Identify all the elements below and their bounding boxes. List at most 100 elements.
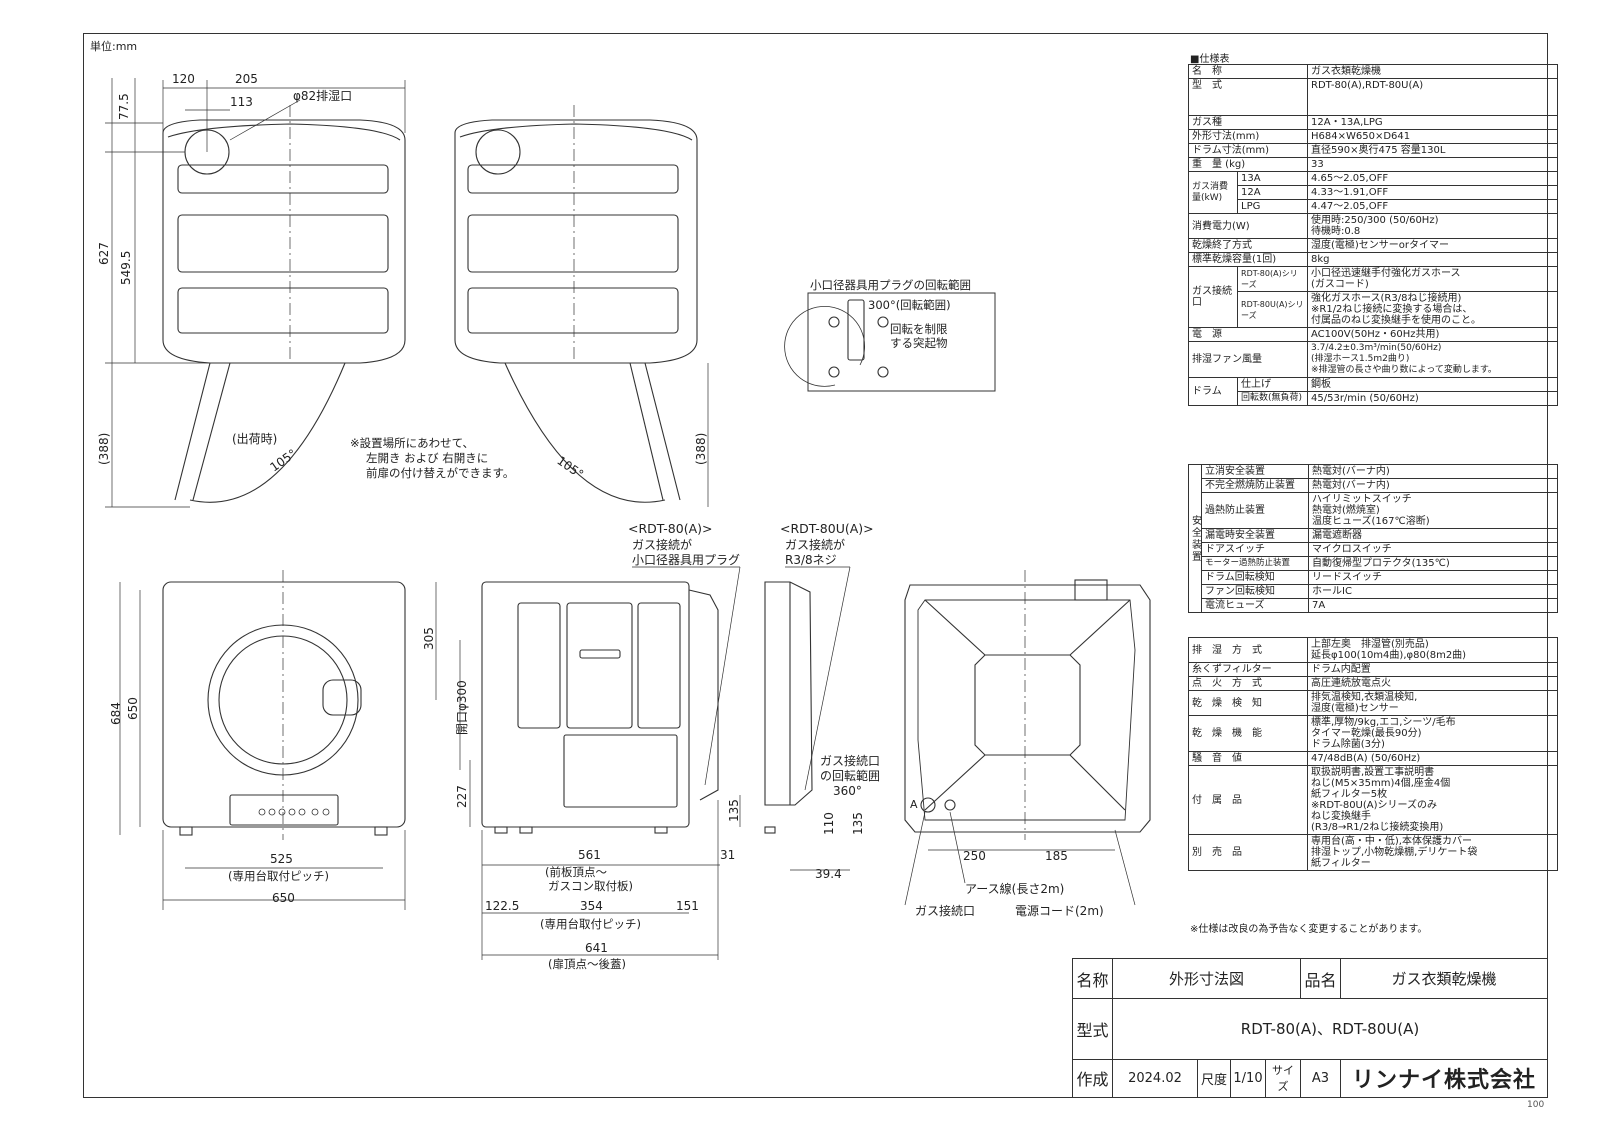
spec-value: 直径590×奥行475 容量130L (1307, 143, 1558, 158)
dim-305: 305 (422, 627, 436, 650)
spec-value: 排気温検知,衣類温検知, 湿度(電極)センサー (1307, 690, 1558, 716)
plug-detail (784, 292, 996, 392)
spec-key: 乾 燥 検 知 (1188, 690, 1308, 716)
safety-value: 7A (1308, 598, 1558, 613)
note-line-2: 左開き および 右開きに (366, 451, 488, 465)
spec-key: 重 量 (kg) (1188, 157, 1308, 172)
spec-key: 型 式 (1188, 78, 1308, 116)
spec-value: 12A・13A,LPG (1307, 115, 1558, 130)
dim-110: 110 (822, 812, 836, 835)
safety-value: ホールIC (1308, 584, 1558, 599)
drum-value: 鋼板 (1307, 377, 1558, 392)
spec-key: 乾燥終了方式 (1188, 238, 1308, 253)
spec-title: ■仕様表 (1190, 54, 1230, 65)
spec-value: 湿度(電極)センサーorタイマー (1307, 238, 1558, 253)
safety-key: 不完全燃焼防止装置 (1201, 478, 1309, 493)
gas-conn-value: 小口径迅速継手付強化ガスホース (ガスコード) (1307, 266, 1558, 292)
gas-conn-series: RDT-80(A)シリーズ (1237, 266, 1308, 292)
rdt80-line1: ガス接続が (632, 537, 692, 552)
spec-value: 3.7/4.2±0.3m³/min(50/60Hz) (排湿ホース1.5m2曲り… (1307, 341, 1558, 378)
safety-key: 電流ヒューズ (1201, 598, 1309, 613)
side-view (459, 581, 719, 834)
door-inner (218, 635, 348, 765)
gas-conn-label: ガス接続口 (1187, 266, 1239, 328)
spec-value: 高圧連続放電点火 (1307, 676, 1558, 691)
dim-135-side: 135 (727, 799, 741, 822)
spec-key: 騒 音 値 (1188, 751, 1308, 766)
spec-key: 消費電力(W) (1188, 213, 1308, 239)
size-value: A3 (1300, 1058, 1341, 1099)
spec-table-safety: 安全装置立消安全装置熱電対(バーナ内) 不完全燃焼防止装置熱電対(バーナ内) 過… (1188, 464, 1558, 613)
dim-135-u: 135 (851, 812, 865, 835)
product-value: ガス衣類乾燥機 (1340, 957, 1548, 1000)
dim-122-5: 122.5 (485, 899, 519, 913)
gas-conn-value: 強化ガスホース(R3/8ねじ接続用) ※R1/2ねじ接続に変換する場合は、 付属… (1307, 291, 1558, 328)
top-view-dims (105, 78, 406, 508)
dim-650-v: 650 (126, 697, 140, 720)
name-label: 名称 (1072, 957, 1113, 1000)
title-block: 名称 外形寸法図 品名 ガス衣類乾燥機 型式 RDT-80(A)、RDT-80U… (1072, 957, 1548, 1099)
dim-641: 641 (585, 941, 608, 955)
top-view-left (162, 105, 406, 503)
back-gas-label: ガス接続口 (915, 903, 975, 918)
dim-151: 151 (676, 899, 699, 913)
company-name: リンナイ株式会社 (1340, 1058, 1548, 1099)
note-line-3: 前扉の付け替えができます。 (366, 466, 514, 480)
spec-key: 外形寸法(mm) (1188, 129, 1308, 144)
safety-value: ハイリミットスイッチ 熱電対(燃焼室) 温度ヒューズ(167℃溶断) (1308, 492, 1558, 529)
gas-type: 13A (1237, 171, 1308, 186)
spec-value: 33 (1307, 157, 1558, 172)
spec-value: 専用台(高・中・低),本体保護カバー 排湿トップ,小物乾燥棚,デリケート袋 紙フ… (1307, 834, 1558, 871)
dim-684: 684 (109, 702, 123, 725)
safety-value: マイクロスイッチ (1308, 542, 1558, 557)
spec-value: ガス衣類乾燥機 (1307, 64, 1558, 79)
plug-title: 小口径器具用プラグの回転範囲 (810, 278, 971, 292)
spec-note: ※仕様は改良の為予告なく変更することがあります。 (1190, 924, 1428, 935)
unit-label: 単位:mm (90, 40, 138, 53)
dim-250: 250 (963, 849, 986, 863)
spec-value: AC100V(50Hz・60Hz共用) (1307, 327, 1558, 342)
drum-key: 仕上げ (1237, 377, 1308, 392)
side-front-note-1: (前板頂点～ (545, 865, 607, 879)
safety-key: 立消安全装置 (1201, 464, 1309, 479)
name-value: 外形寸法図 (1112, 957, 1301, 1000)
safety-value: 自動復帰型プロテクタ(135℃) (1308, 556, 1558, 571)
dim-549-5: 549.5 (119, 251, 133, 285)
safety-key: ドアスイッチ (1201, 542, 1309, 557)
shipping-label: (出荷時) (232, 432, 277, 446)
scale-value: 1/10 (1230, 1058, 1266, 1099)
rdt80-model: <RDT-80(A)> (628, 521, 712, 536)
spec-key: 糸くずフィルター (1188, 662, 1308, 677)
rdt80u-line2: R3/8ネジ (785, 553, 837, 567)
earth-label: アース線(長さ2m) (965, 881, 1064, 896)
front-pitch: (専用台取付ピッチ) (228, 869, 329, 883)
dim-561: 561 (578, 848, 601, 862)
spec-value: 取扱説明書,設置工事説明書 ねじ(M5×35mm)4個,座金4個 紙フィルター5… (1307, 765, 1558, 835)
spec-value: H684×W650×D641 (1307, 129, 1558, 144)
rdt80-line2: 小口径器具用プラグ (632, 553, 740, 567)
front-view (162, 570, 406, 840)
side-dims (469, 760, 741, 960)
safety-key: ファン回転検知 (1201, 584, 1309, 599)
safety-label: 安全装置 (1188, 464, 1202, 613)
dim-388-right: (388) (694, 433, 708, 465)
spec-key: 点 火 方 式 (1188, 676, 1308, 691)
dim-354: 354 (580, 899, 603, 913)
top-view-right (454, 105, 709, 507)
gas-value: 4.47～2.05,OFF (1307, 199, 1558, 214)
spec-key: 電 源 (1188, 327, 1308, 342)
spec-key: ガス種 (1188, 115, 1308, 130)
gas-consumption-label: ガス消費量(kW) (1187, 171, 1239, 214)
plug-stopper-1: 回転を制限 (890, 322, 948, 336)
model-value: RDT-80(A)、RDT-80U(A) (1112, 998, 1548, 1060)
gas-type: LPG (1237, 199, 1308, 214)
rdt80u-line1: ガス接続が (785, 537, 845, 552)
model-label: 型式 (1072, 998, 1113, 1060)
dim-627: 627 (97, 242, 111, 265)
dim-227: 227 (455, 785, 469, 808)
angle-105-left: 105° (267, 446, 299, 474)
safety-key: ドラム回転検知 (1201, 570, 1309, 585)
control-panel (229, 794, 339, 826)
spec-value: RDT-80(A),RDT-80U(A) (1307, 78, 1558, 116)
